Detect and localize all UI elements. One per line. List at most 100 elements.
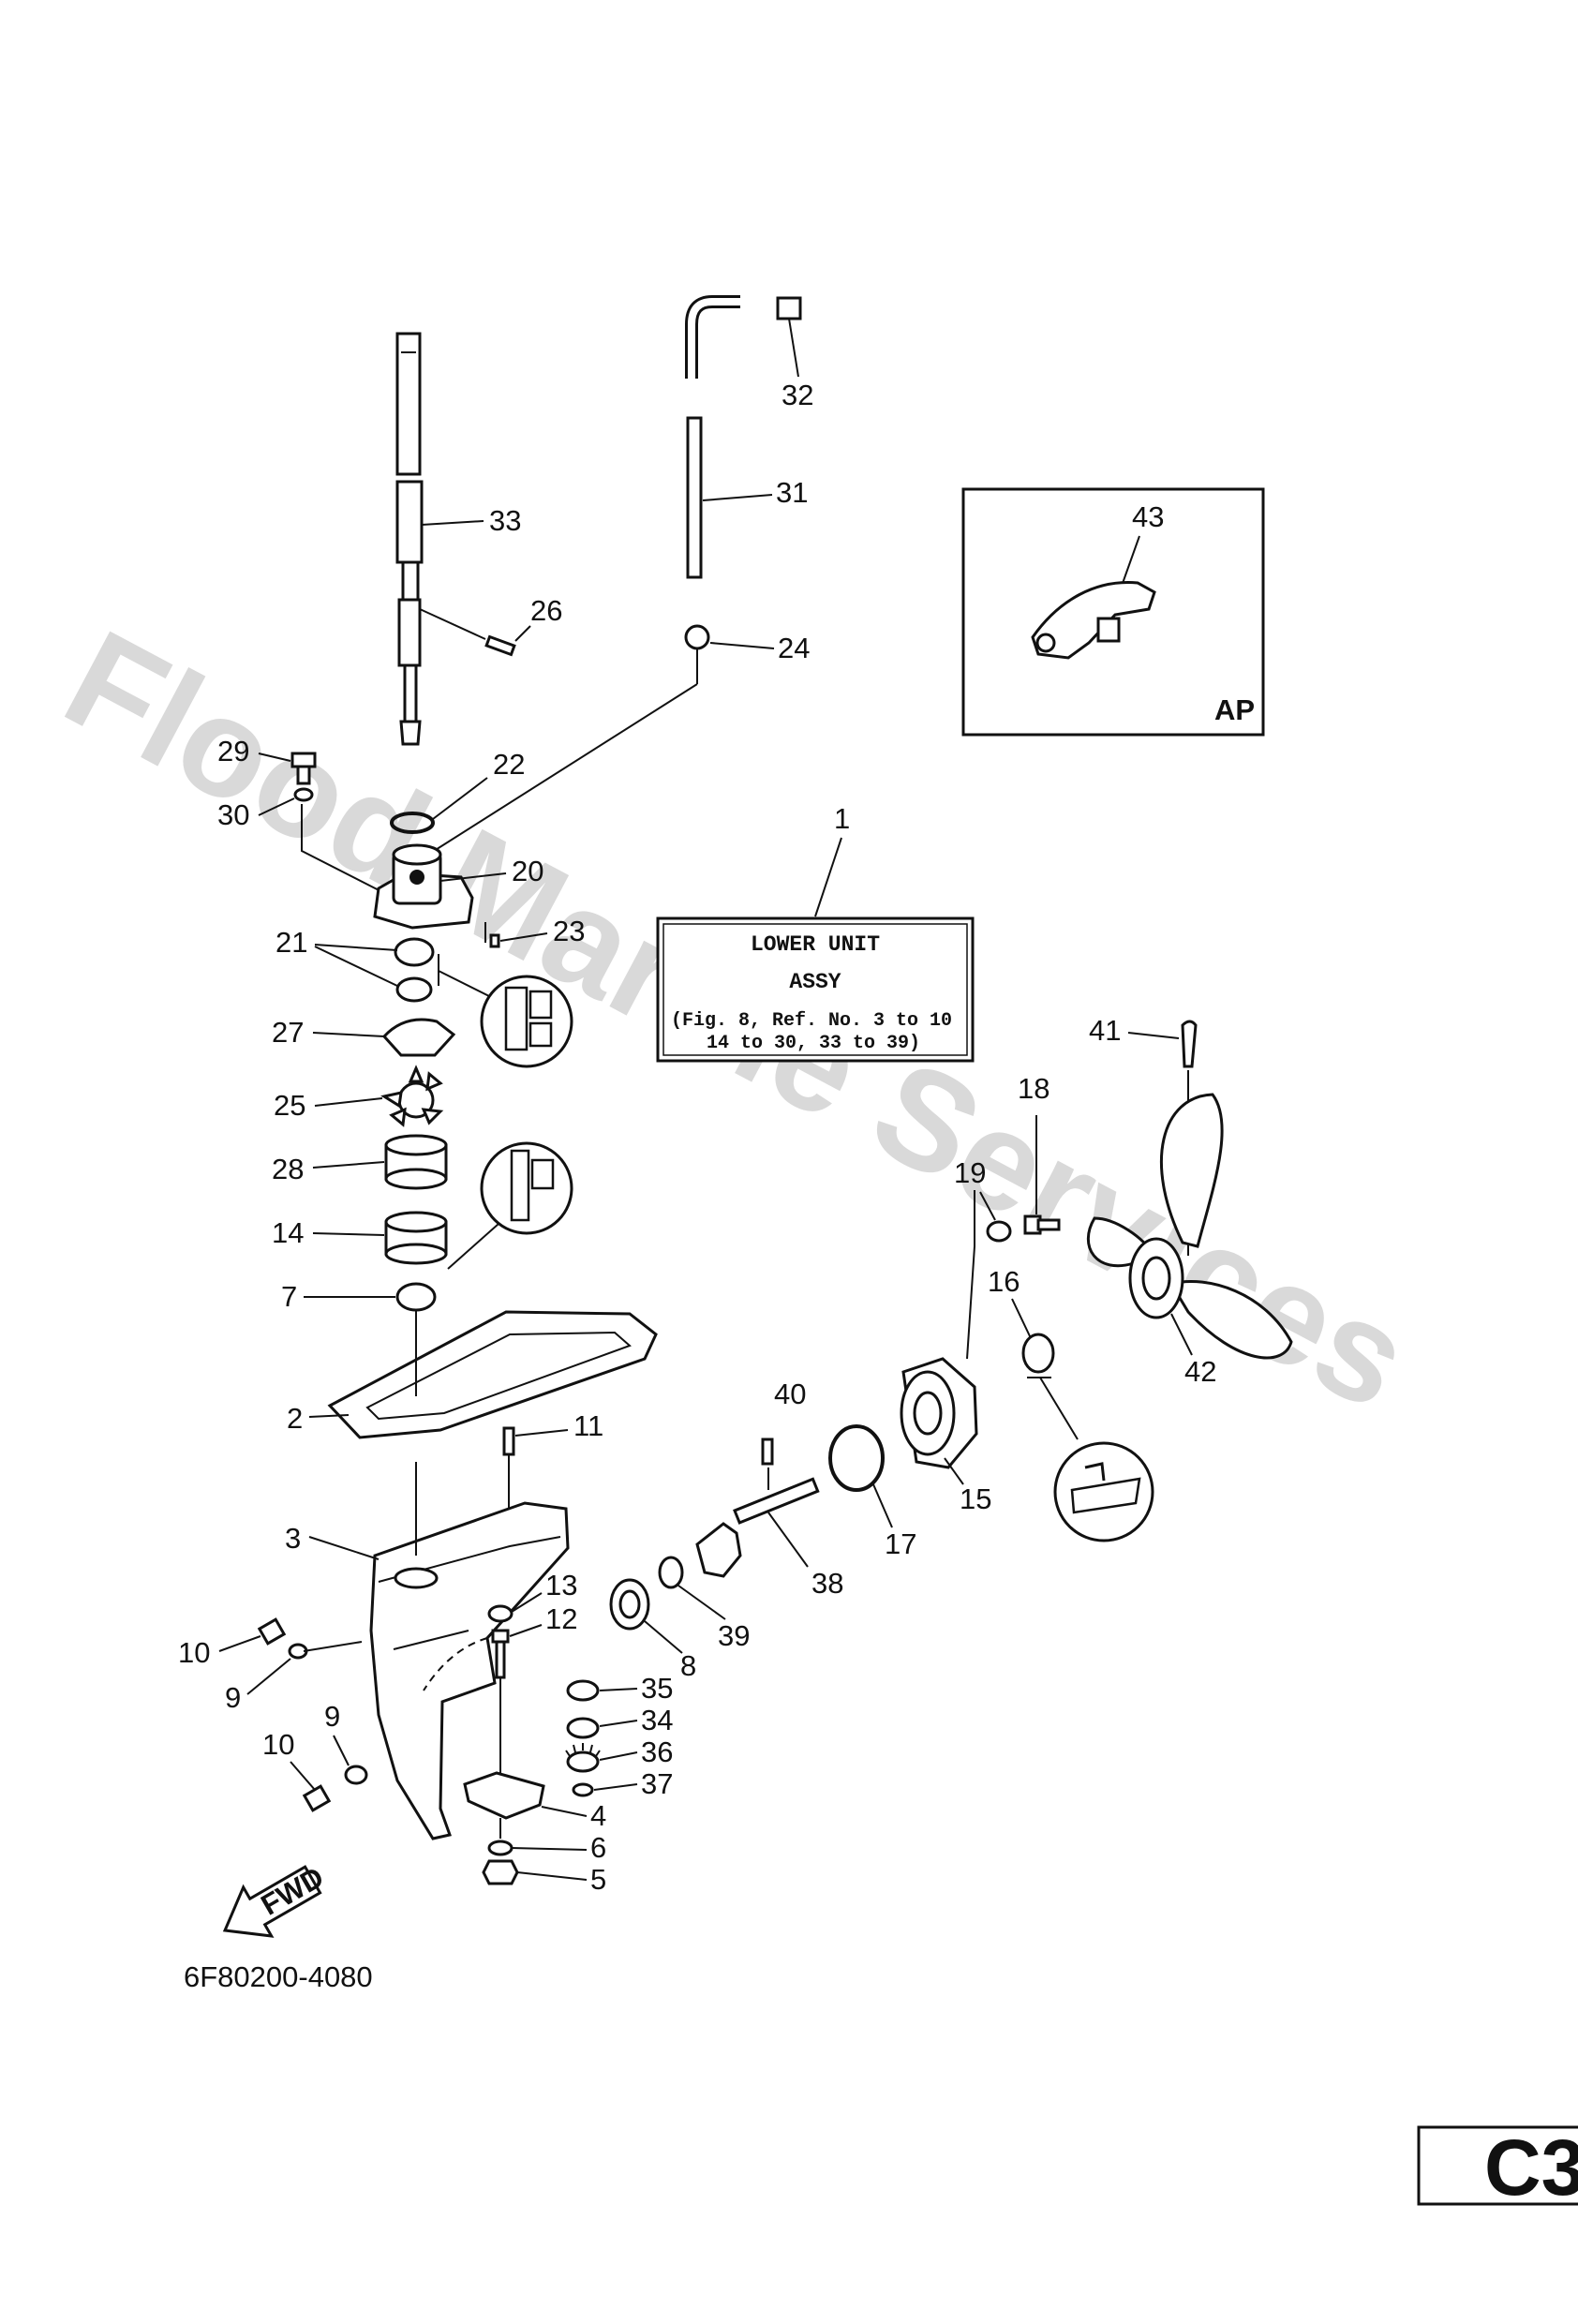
pump-housing-20 — [373, 843, 474, 930]
oring-22 — [390, 812, 435, 834]
callout-5: 5 — [590, 1863, 606, 1896]
plate-27 — [381, 1018, 456, 1057]
callout-27: 27 — [272, 1016, 304, 1049]
washer-35 — [566, 1679, 600, 1702]
callout-16: 16 — [988, 1265, 1020, 1298]
assy-line-2: ASSY — [789, 970, 841, 994]
callout-1: 1 — [834, 802, 850, 835]
callout-9-upper: 9 — [225, 1681, 241, 1714]
cotter-pin-41 — [1181, 1020, 1198, 1068]
callout-29: 29 — [217, 735, 249, 767]
clip-37 — [572, 1782, 594, 1797]
page-tag: C3 — [1417, 2123, 1578, 2212]
diagram-code: 6F80200-4080 — [184, 1960, 373, 1993]
assy-info-box: 1 LOWER UNIT ASSY (Fig. 8, Ref. No. 3 to… — [656, 802, 975, 1063]
plug-10-upper — [257, 1617, 287, 1646]
washer-19 — [986, 1220, 1012, 1243]
callout-24: 24 — [778, 632, 810, 664]
callout-7: 7 — [281, 1280, 297, 1313]
oring-17 — [828, 1424, 885, 1492]
seal-7 — [395, 1282, 437, 1312]
callout-36: 36 — [641, 1736, 673, 1768]
callout-37: 37 — [641, 1767, 673, 1800]
callout-30: 30 — [217, 798, 249, 831]
callout-32: 32 — [782, 379, 813, 411]
callout-43: 43 — [1132, 500, 1164, 533]
assy-line-4: 14 to 30, 33 to 39) — [707, 1033, 920, 1054]
callout-26: 26 — [530, 594, 562, 627]
callout-20: 20 — [512, 855, 543, 887]
oil-seals-21 — [394, 937, 435, 1003]
fwd-label: FWD — [256, 1860, 330, 1922]
pin-11 — [502, 1426, 515, 1456]
seal-16 — [1021, 1333, 1055, 1374]
bearing-housing-15 — [900, 1357, 978, 1469]
callout-17: 17 — [885, 1527, 916, 1560]
bolt-18 — [1023, 1214, 1061, 1235]
pin-23 — [489, 933, 500, 948]
plate-14 — [384, 1211, 448, 1265]
seal-detail-circle-lower — [480, 1141, 573, 1235]
bearing-8 — [609, 1578, 650, 1631]
nut-5 — [482, 1859, 519, 1885]
callout-38: 38 — [811, 1567, 843, 1600]
ap-inset-box: AP 43 — [961, 487, 1265, 737]
callout-28: 28 — [272, 1153, 304, 1185]
impeller-25 — [380, 1065, 444, 1127]
callout-9-lower: 9 — [324, 1700, 340, 1733]
ap-bracket-part — [1031, 581, 1156, 660]
callout-2: 2 — [287, 1402, 303, 1435]
ap-label: AP — [1214, 693, 1255, 726]
callout-6: 6 — [590, 1831, 606, 1864]
page-tag-text: C3 — [1484, 2123, 1578, 2212]
water-tube — [685, 295, 740, 579]
seal-detail-circle-upper — [480, 975, 573, 1068]
bolt-12 — [491, 1629, 510, 1679]
washer-13 — [487, 1604, 514, 1623]
callout-18: 18 — [1018, 1072, 1050, 1105]
pin-26 — [484, 634, 516, 657]
callout-31: 31 — [776, 476, 808, 509]
gasket-2 — [327, 1310, 658, 1439]
gear-36 — [565, 1743, 601, 1773]
callout-10-upper: 10 — [178, 1636, 210, 1669]
callout-33: 33 — [489, 504, 521, 537]
washer-39 — [658, 1556, 684, 1589]
callout-19: 19 — [954, 1156, 986, 1189]
callout-15: 15 — [960, 1482, 991, 1515]
washer-6 — [487, 1840, 514, 1856]
callout-12: 12 — [545, 1602, 577, 1635]
gasket-2-inner — [365, 1331, 632, 1421]
callout-41: 41 — [1089, 1014, 1121, 1047]
lower-case-3 — [369, 1501, 570, 1840]
callout-22: 22 — [493, 748, 525, 781]
callout-35: 35 — [641, 1672, 673, 1705]
plug-10-lower — [302, 1784, 332, 1812]
fwd-arrow: FWD — [222, 1860, 330, 1938]
callout-3: 3 — [285, 1522, 301, 1555]
bolt-29 — [290, 752, 317, 785]
callout-21: 21 — [275, 926, 307, 959]
callout-10-lower: 10 — [262, 1728, 294, 1761]
callout-39: 39 — [718, 1619, 750, 1652]
callout-8: 8 — [680, 1649, 696, 1682]
callout-13: 13 — [545, 1569, 577, 1601]
gasket-9-lower — [344, 1765, 368, 1785]
washer-30 — [293, 787, 314, 802]
callout-14: 14 — [272, 1216, 304, 1249]
callout-23: 23 — [553, 915, 585, 947]
callout-4: 4 — [590, 1799, 606, 1832]
callout-11: 11 — [573, 1409, 603, 1442]
prop-shaft-38 — [695, 1477, 820, 1578]
assy-line-1: LOWER UNIT — [751, 932, 880, 957]
seal-detail-circle-prop — [1053, 1441, 1154, 1542]
grommet-24 — [684, 624, 710, 650]
grommet-32 — [776, 296, 802, 320]
callout-42: 42 — [1184, 1355, 1216, 1388]
cartridge-28 — [384, 1134, 448, 1190]
callout-25: 25 — [274, 1089, 305, 1122]
propeller-42 — [1086, 1093, 1293, 1360]
plate-4 — [463, 1771, 545, 1820]
